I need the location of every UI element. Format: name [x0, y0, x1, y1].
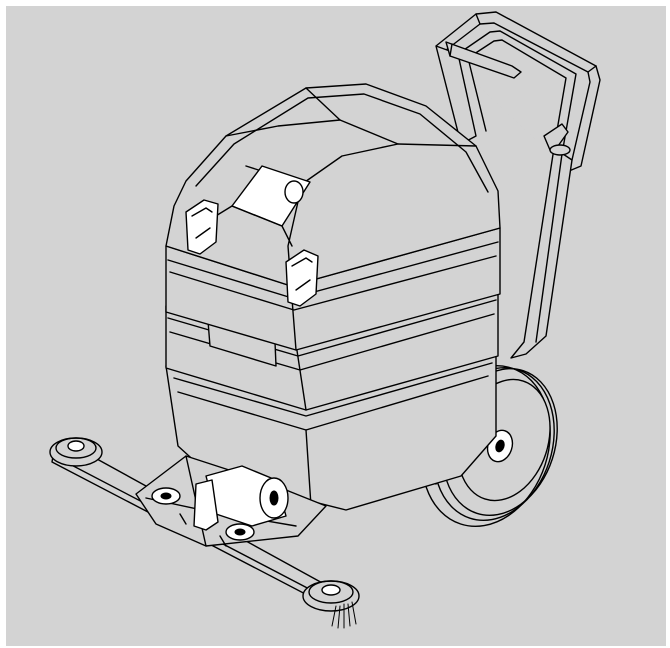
scrubber-illustration — [6, 6, 666, 646]
drawing-panel — [6, 6, 666, 646]
lid-latch-right — [285, 249, 319, 307]
handle-frame — [435, 11, 601, 359]
squeegee-assembly — [49, 437, 360, 629]
lid-latch-left — [185, 199, 219, 255]
tank-lid — [165, 83, 501, 287]
